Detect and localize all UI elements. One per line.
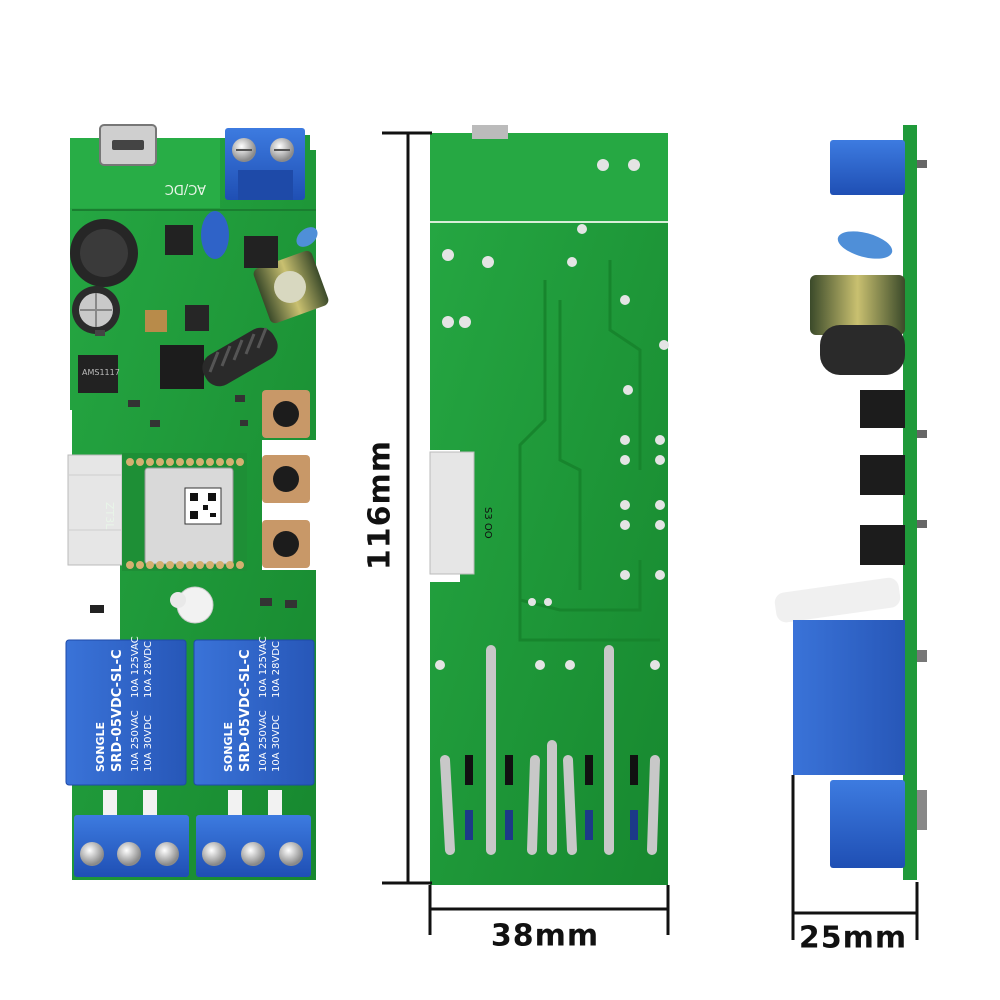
output-terminal-2	[196, 815, 311, 877]
wifi-module: ZT3L	[103, 453, 247, 571]
relay-2-brand: SONGLE	[222, 722, 235, 772]
side-board	[774, 125, 927, 880]
front-board: AC/DC	[65, 124, 329, 880]
relay-1-rating-1: 10A 250VAC	[130, 710, 141, 772]
relay-1: SRD-05VDC-SL-C 10A 250VAC 10A 30VDC 10A …	[65, 636, 187, 786]
ic-chip-2	[244, 236, 278, 268]
relay-2-rating-3: 10A 125VAC	[258, 636, 269, 698]
relay-2: SRD-05VDC-SL-C 10A 250VAC 10A 30VDC 10A …	[193, 636, 315, 786]
resistor	[296, 227, 318, 247]
side-capacitor	[810, 275, 905, 335]
relay-1-model: SRD-05VDC-SL-C	[110, 649, 125, 772]
power-terminal-block	[225, 128, 305, 200]
relay-2-rating-1: 10A 250VAC	[258, 710, 269, 772]
ac-dc-label: AC/DC	[165, 181, 206, 196]
regulator-label: AMS1117	[82, 368, 120, 377]
side-terminal-top	[830, 140, 905, 195]
relay-1-rating-4: 10A 28VDC	[143, 641, 154, 698]
ic-chip-1	[165, 225, 193, 255]
back-label: S3 OO	[482, 507, 493, 539]
relay-1-brand: SONGLE	[94, 722, 107, 772]
micro-usb-port	[99, 124, 157, 166]
main-ic	[160, 345, 204, 389]
width-dimension-line	[428, 885, 670, 935]
relay-1-rating-2: 10A 30VDC	[143, 715, 154, 772]
relay-1-rating-3: 10A 125VAC	[130, 636, 141, 698]
regulator-ic	[78, 355, 118, 393]
depth-dimension-line	[791, 775, 919, 940]
side-terminal-bottom	[830, 780, 905, 868]
relay-2-rating-2: 10A 30VDC	[271, 715, 282, 772]
button-2	[262, 455, 310, 503]
height-dimension-line	[382, 131, 432, 885]
height-label: 116mm	[362, 439, 398, 571]
relay-2-rating-4: 10A 28VDC	[271, 641, 282, 698]
side-relay	[793, 620, 905, 775]
button-1	[262, 390, 310, 438]
depth-label: 25mm	[798, 920, 908, 956]
width-label: 38mm	[490, 918, 600, 954]
ceramic-capacitor	[201, 211, 229, 259]
back-board: S3 OO	[429, 125, 669, 885]
relay-2-model: SRD-05VDC-SL-C	[238, 649, 253, 772]
antenna-coil	[202, 327, 278, 387]
output-terminal-1	[74, 815, 189, 877]
capacitor-left	[72, 286, 120, 334]
capacitor-right	[253, 250, 329, 324]
side-connector	[67, 454, 123, 566]
crystal	[145, 310, 167, 332]
back-connector	[429, 451, 475, 575]
module-label: ZT3L	[103, 502, 116, 530]
button-3	[262, 520, 310, 568]
